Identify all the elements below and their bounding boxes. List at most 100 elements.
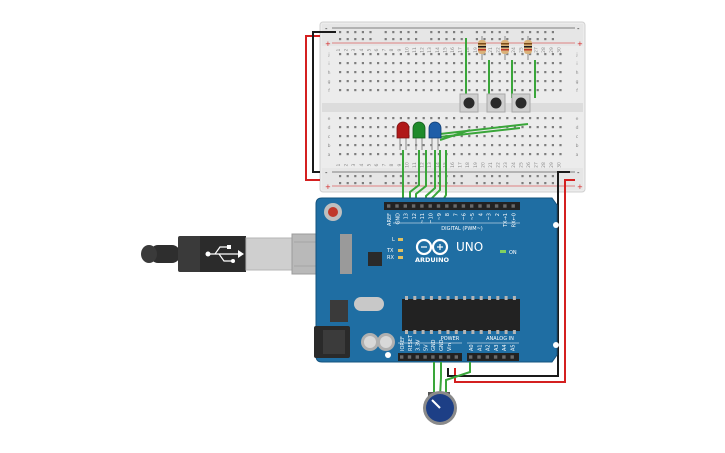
breadboard-hole[interactable] (544, 71, 547, 74)
rail-hole[interactable] (460, 38, 463, 41)
breadboard-hole[interactable] (460, 80, 463, 83)
rail-hole[interactable] (475, 182, 478, 185)
breadboard-hole[interactable] (513, 62, 516, 65)
rail-hole[interactable] (361, 38, 364, 41)
breadboard-hole[interactable] (361, 89, 364, 92)
breadboard-hole[interactable] (361, 62, 364, 65)
breadboard-hole[interactable] (437, 62, 440, 65)
rail-hole[interactable] (453, 38, 456, 41)
rail-hole[interactable] (460, 175, 463, 178)
breadboard-hole[interactable] (491, 89, 494, 92)
breadboard-hole[interactable] (529, 80, 532, 83)
rail-hole[interactable] (392, 175, 395, 178)
breadboard-hole[interactable] (445, 62, 448, 65)
rail-hole[interactable] (498, 182, 501, 185)
breadboard-hole[interactable] (559, 53, 562, 56)
rail-hole[interactable] (491, 182, 494, 185)
breadboard-hole[interactable] (483, 117, 486, 120)
rail-hole[interactable] (544, 31, 547, 34)
rail-hole[interactable] (384, 38, 387, 41)
breadboard-hole[interactable] (483, 144, 486, 147)
breadboard-hole[interactable] (369, 144, 372, 147)
rail-hole[interactable] (361, 182, 364, 185)
rail-hole[interactable] (483, 31, 486, 34)
header-pin[interactable] (502, 355, 506, 359)
breadboard-hole[interactable] (551, 62, 554, 65)
breadboard-hole[interactable] (498, 71, 501, 74)
breadboard-hole[interactable] (399, 153, 402, 156)
breadboard-hole[interactable] (346, 117, 349, 120)
rail-hole[interactable] (407, 175, 410, 178)
rail-hole[interactable] (354, 175, 357, 178)
rail-hole[interactable] (369, 182, 372, 185)
rail-hole[interactable] (483, 175, 486, 178)
breadboard-hole[interactable] (422, 71, 425, 74)
breadboard-hole[interactable] (415, 53, 418, 56)
breadboard-hole[interactable] (551, 117, 554, 120)
potentiometer-wires[interactable] (433, 362, 471, 397)
breadboard-hole[interactable] (354, 153, 357, 156)
breadboard-hole[interactable] (377, 62, 380, 65)
header-pin[interactable] (387, 204, 391, 208)
rail-hole[interactable] (407, 31, 410, 34)
breadboard-hole[interactable] (422, 117, 425, 120)
rail-hole[interactable] (498, 38, 501, 41)
breadboard-hole[interactable] (468, 62, 471, 65)
breadboard-hole[interactable] (498, 117, 501, 120)
breadboard-hole[interactable] (346, 126, 349, 129)
breadboard-hole[interactable] (544, 80, 547, 83)
rail-hole[interactable] (551, 31, 554, 34)
breadboard-hole[interactable] (437, 89, 440, 92)
rail-hole[interactable] (399, 38, 402, 41)
breadboard-hole[interactable] (453, 62, 456, 65)
breadboard-hole[interactable] (445, 89, 448, 92)
rail-hole[interactable] (415, 31, 418, 34)
rail-hole[interactable] (551, 38, 554, 41)
breadboard-hole[interactable] (468, 135, 471, 138)
breadboard-hole[interactable] (544, 126, 547, 129)
led-blue[interactable] (428, 121, 442, 150)
breadboard-hole[interactable] (384, 153, 387, 156)
breadboard-hole[interactable] (392, 53, 395, 56)
breadboard-hole[interactable] (513, 80, 516, 83)
rail-hole[interactable] (460, 182, 463, 185)
breadboard-hole[interactable] (475, 62, 478, 65)
breadboard-hole[interactable] (422, 80, 425, 83)
breadboard-hole[interactable] (453, 153, 456, 156)
breadboard-hole[interactable] (544, 135, 547, 138)
breadboard-hole[interactable] (506, 117, 509, 120)
breadboard-jumpers[interactable] (465, 38, 536, 98)
breadboard-holes[interactable] (339, 31, 562, 185)
rail-hole[interactable] (339, 175, 342, 178)
breadboard-hole[interactable] (460, 53, 463, 56)
breadboard-hole[interactable] (544, 153, 547, 156)
breadboard-hole[interactable] (445, 126, 448, 129)
breadboard-hole[interactable] (551, 144, 554, 147)
rail-hole[interactable] (399, 182, 402, 185)
header-pin[interactable] (446, 355, 451, 359)
breadboard-hole[interactable] (498, 144, 501, 147)
breadboard-hole[interactable] (392, 126, 395, 129)
breadboard-hole[interactable] (513, 71, 516, 74)
rail-hole[interactable] (407, 182, 410, 185)
breadboard-hole[interactable] (544, 53, 547, 56)
breadboard-hole[interactable] (377, 71, 380, 74)
breadboard-hole[interactable] (407, 62, 410, 65)
header-pin[interactable] (511, 204, 515, 208)
breadboard-hole[interactable] (468, 71, 471, 74)
breadboard-hole[interactable] (453, 71, 456, 74)
breadboard-hole[interactable] (339, 89, 342, 92)
rail-hole[interactable] (415, 175, 418, 178)
breadboard-hole[interactable] (377, 53, 380, 56)
breadboard-hole[interactable] (377, 153, 380, 156)
breadboard-hole[interactable] (339, 71, 342, 74)
breadboard-hole[interactable] (468, 80, 471, 83)
breadboard-hole[interactable] (468, 89, 471, 92)
breadboard-hole[interactable] (513, 117, 516, 120)
breadboard-hole[interactable] (483, 53, 486, 56)
breadboard-hole[interactable] (468, 153, 471, 156)
push-button-2[interactable] (486, 93, 506, 113)
rail-hole[interactable] (551, 175, 554, 178)
header-pin[interactable] (477, 355, 481, 359)
rail-hole[interactable] (437, 182, 440, 185)
